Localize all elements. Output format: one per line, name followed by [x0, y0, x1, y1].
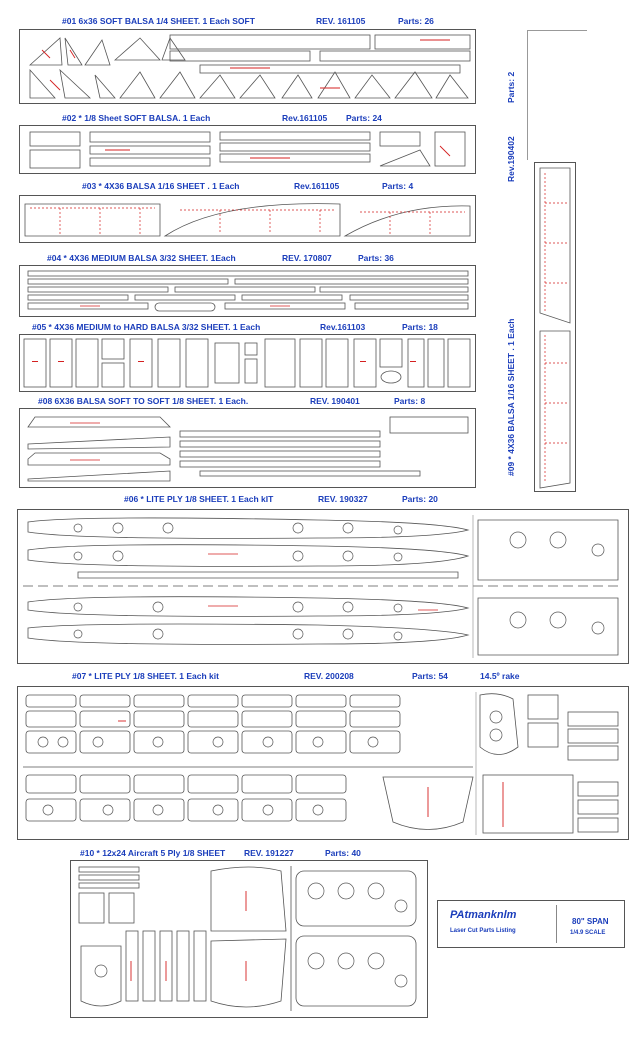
- sheet-10-parts-drawing: [78, 866, 417, 1011]
- sheet-09-boundary-top: [527, 30, 587, 31]
- sheet-07-layout: [17, 686, 629, 840]
- sheet-02-layout: [19, 125, 476, 174]
- sheet-08-title: #08 6X36 BALSA SOFT TO SOFT 1/8 SHEET. 1…: [38, 396, 249, 406]
- sheet-07-parts-drawing: [23, 692, 619, 835]
- sheet-04-title: #04 * 4X36 MEDIUM BALSA 3/32 SHEET. 1Eac…: [47, 253, 236, 263]
- sheet-04-rev: REV. 170807: [282, 253, 332, 263]
- sheet-03-rev: Rev.161105: [294, 181, 340, 191]
- sheet-05-title: #05 * 4X36 MEDIUM to HARD BALSA 3/32 SHE…: [32, 322, 261, 332]
- sheet-06-rev: REV. 190327: [318, 494, 368, 504]
- sheet-02-parts-drawing: [29, 131, 466, 169]
- sheet-01-layout: [19, 29, 476, 104]
- sheet-08-rev: REV. 190401: [310, 396, 360, 406]
- info-box-span: 80" SPAN: [572, 917, 609, 926]
- sheet-10-rev: REV. 191227: [244, 848, 294, 858]
- sheet-09-parts-drawing: [539, 167, 571, 489]
- sheet-03-layout: [19, 195, 476, 243]
- sheet-04-parts-drawing: [27, 270, 469, 312]
- sheet-03-title: #03 * 4X36 BALSA 1/16 SHEET . 1 Each: [82, 181, 240, 191]
- sheet-06-title: #06 * LITE PLY 1/8 SHEET. 1 Each kIT: [124, 494, 274, 504]
- info-box-scale: 1/4.9 SCALE: [570, 930, 606, 936]
- sheet-03-parts-drawing: [24, 203, 471, 237]
- info-box-divider: [556, 905, 557, 943]
- sheet-09-boundary: [527, 30, 528, 160]
- sheet-05-layout: [19, 334, 476, 392]
- sheet-09-title: #09 * 4X36 BALSA 1/16 SHEET . 1 Each: [506, 318, 516, 476]
- sheet-09-parts: Parts: 2: [506, 71, 516, 103]
- sheet-05-parts-drawing: [23, 338, 471, 388]
- sheet-03-parts: Parts: 4: [382, 181, 414, 191]
- sheet-04-parts: Parts: 36: [358, 253, 394, 263]
- sheet-04-layout: [19, 265, 476, 317]
- sheet-06-layout: [17, 509, 629, 664]
- sheet-09-rev: Rev.190402: [506, 136, 516, 182]
- sheet-07-rake: 14.5º rake: [480, 671, 520, 681]
- sheet-07-rev: REV. 200208: [304, 671, 354, 681]
- brand-logo: PAtmanknlm: [450, 909, 517, 921]
- sheet-01-rev: REV. 161105: [316, 16, 366, 26]
- sheet-02-rev: Rev.161105: [282, 113, 328, 123]
- sheet-10-parts: Parts: 40: [325, 848, 361, 858]
- sheet-10-layout: [70, 860, 428, 1018]
- sheet-08-parts-drawing: [27, 416, 469, 482]
- sheet-07-title: #07 * LITE PLY 1/8 SHEET. 1 Each kit: [72, 671, 219, 681]
- sheet-07-parts: Parts: 54: [412, 671, 448, 681]
- sheet-08-layout: [19, 408, 476, 488]
- sheet-01-parts: Parts: 26: [398, 16, 434, 26]
- sheet-05-parts: Parts: 18: [402, 322, 438, 332]
- sheet-01-parts-drawing: [28, 34, 471, 99]
- sheet-06-parts-drawing: [23, 515, 623, 658]
- sheet-02-title: #02 * 1/8 Sheet SOFT BALSA. 1 Each: [62, 113, 211, 123]
- sheet-10-title: #10 * 12x24 Aircraft 5 Ply 1/8 SHEET: [80, 848, 226, 858]
- sheet-08-parts: Parts: 8: [394, 396, 426, 406]
- sheet-05-rev: Rev.161103: [320, 322, 366, 332]
- info-box: [437, 900, 625, 948]
- sheet-09-layout: [534, 162, 576, 492]
- sheet-02-parts: Parts: 24: [346, 113, 382, 123]
- sheet-06-parts: Parts: 20: [402, 494, 438, 504]
- info-box-subtitle: Laser Cut Parts Listing: [450, 928, 516, 934]
- sheet-01-title: #01 6x36 SOFT BALSA 1/4 SHEET. 1 Each SO…: [62, 16, 255, 26]
